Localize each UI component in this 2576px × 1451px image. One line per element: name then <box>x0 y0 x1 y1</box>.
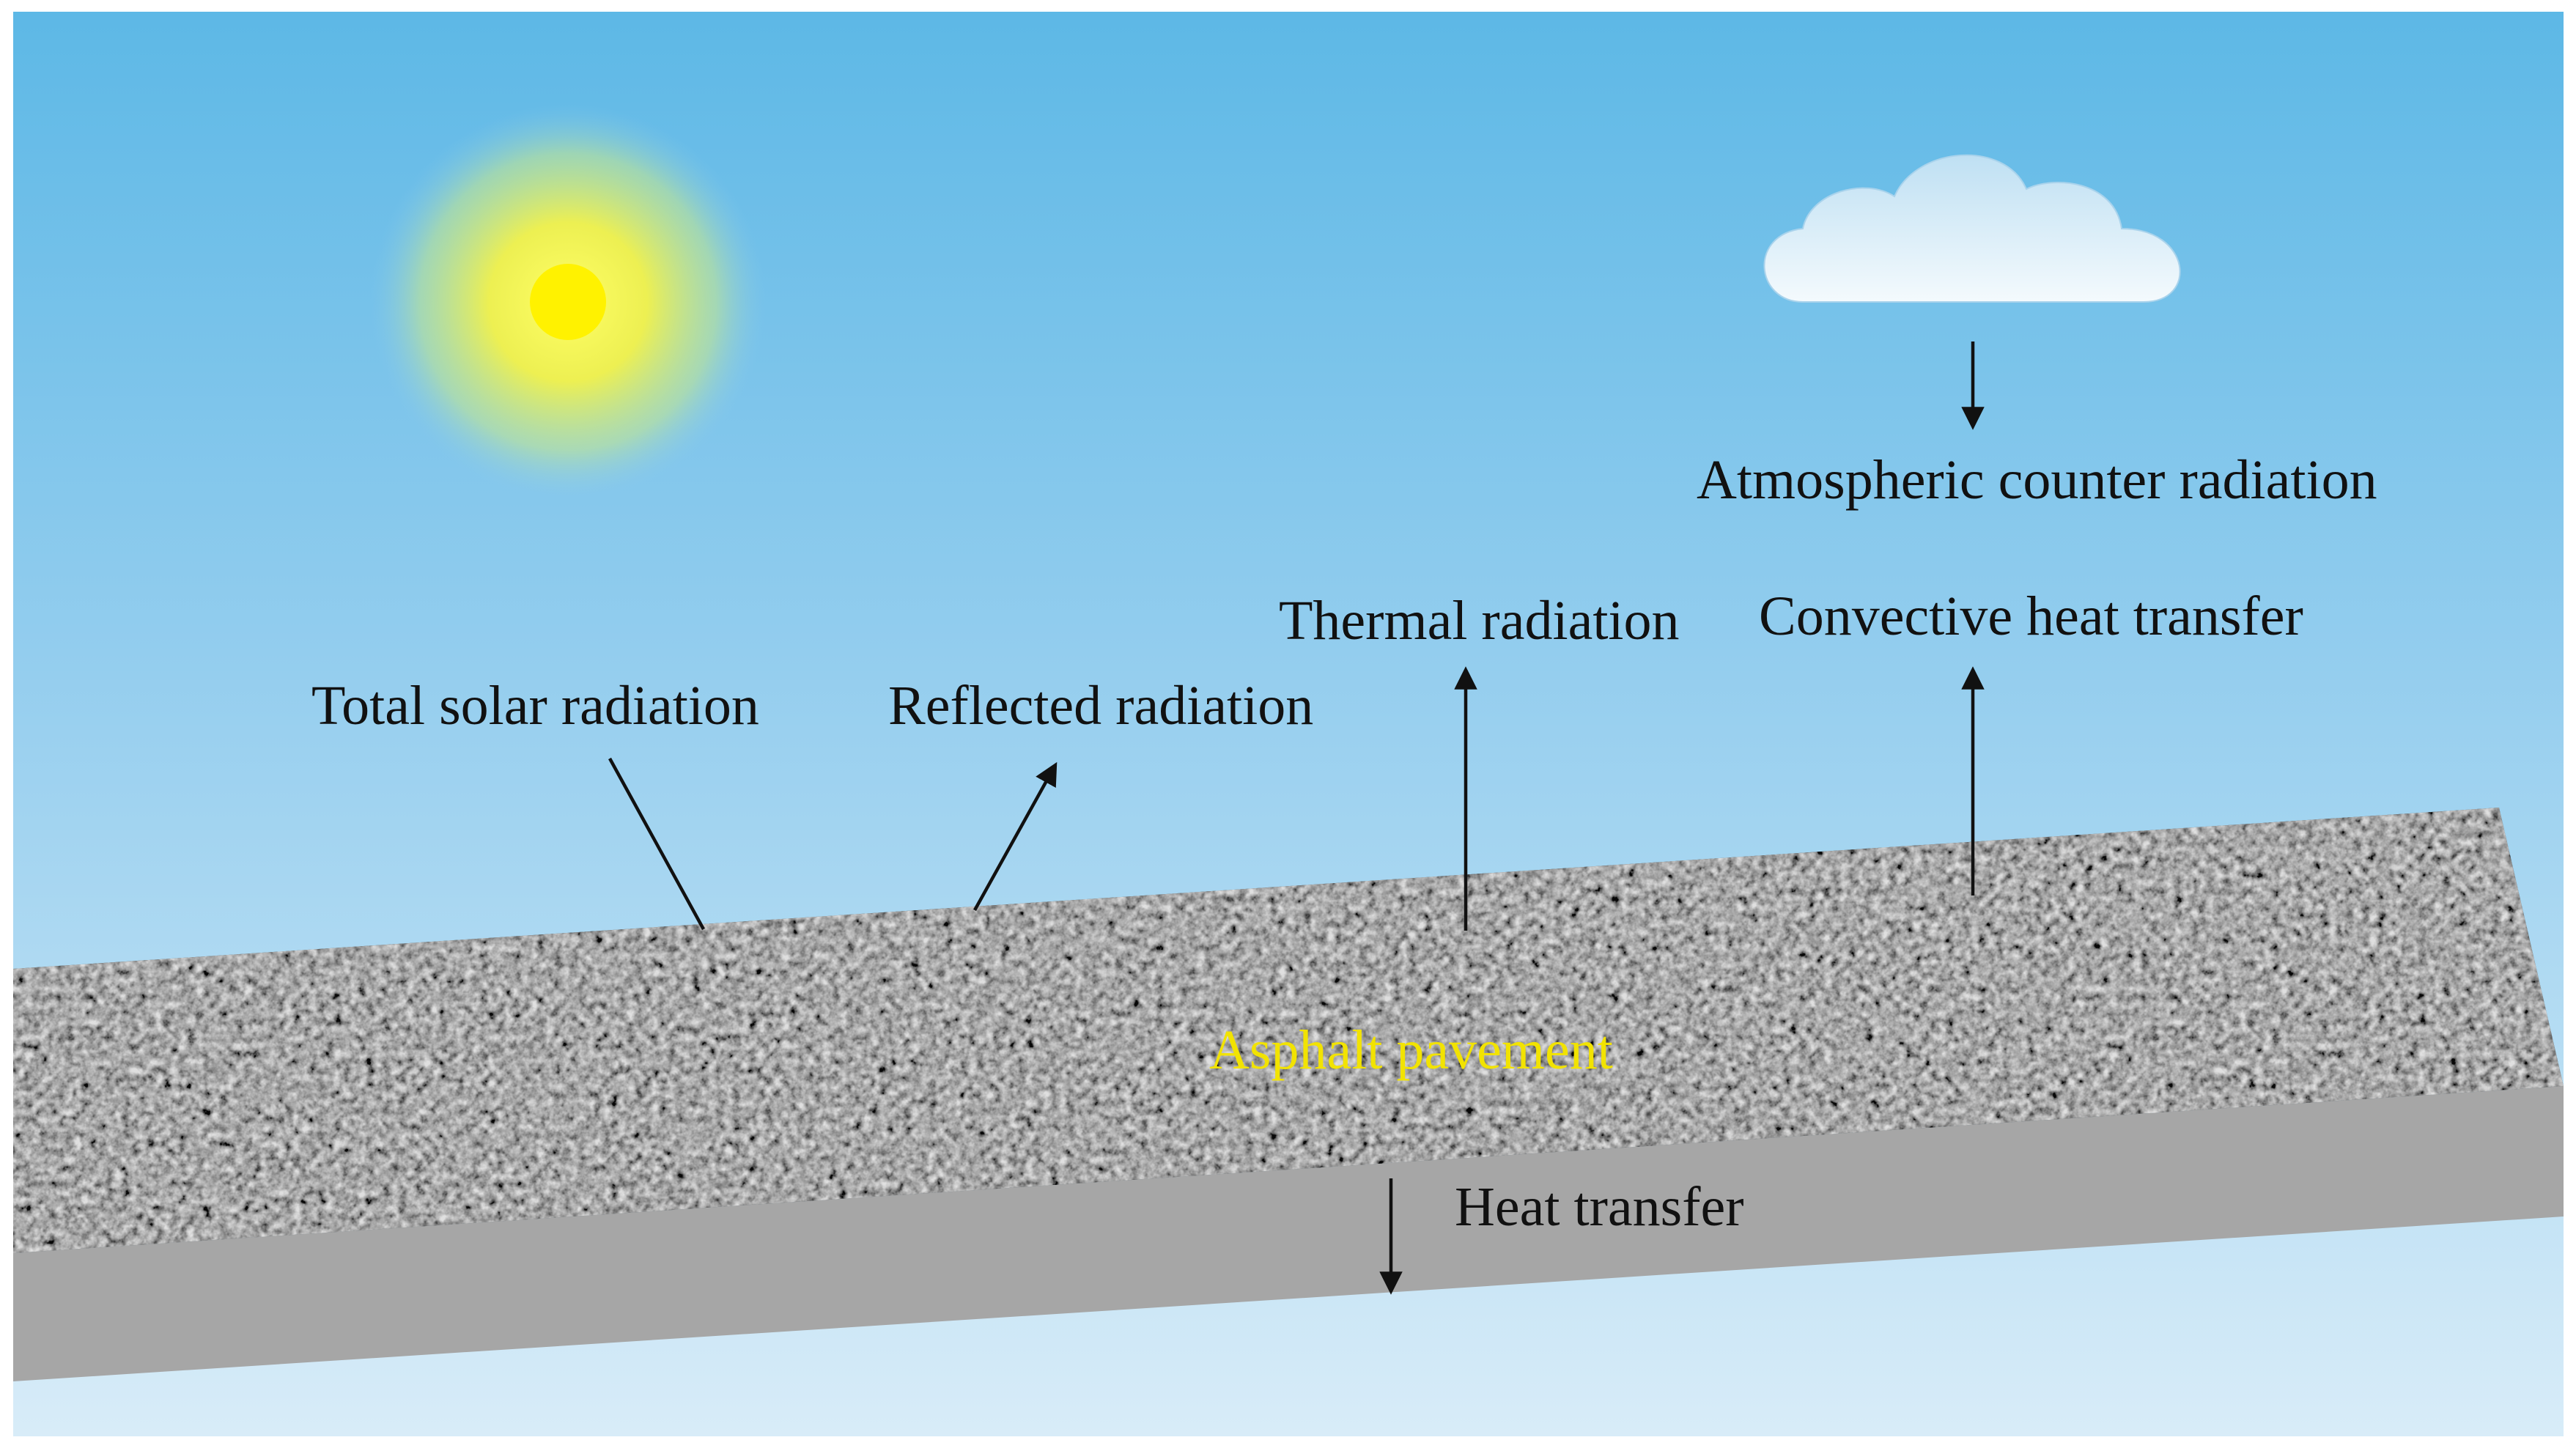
cloud-icon <box>1763 154 2181 303</box>
label-convective-heat-transfer: Convective heat transfer <box>1759 586 2303 647</box>
total-solar-radiation-arrow <box>608 757 705 931</box>
base-layer <box>13 1086 2564 1381</box>
label-reflected-radiation: Reflected radiation <box>888 675 1313 736</box>
label-heat-transfer: Heat transfer <box>1455 1176 1744 1238</box>
label-asphalt-pavement: Asphalt pavement <box>1209 1019 1613 1081</box>
label-total-solar-radiation: Total solar radiation <box>311 675 759 736</box>
label-atmospheric-counter-radiation: Atmospheric counter radiation <box>1697 449 2377 511</box>
sun-icon <box>370 104 766 500</box>
sun-core <box>530 264 606 340</box>
label-thermal-radiation: Thermal radiation <box>1279 590 1680 651</box>
reflected-radiation-arrow <box>973 761 1058 912</box>
